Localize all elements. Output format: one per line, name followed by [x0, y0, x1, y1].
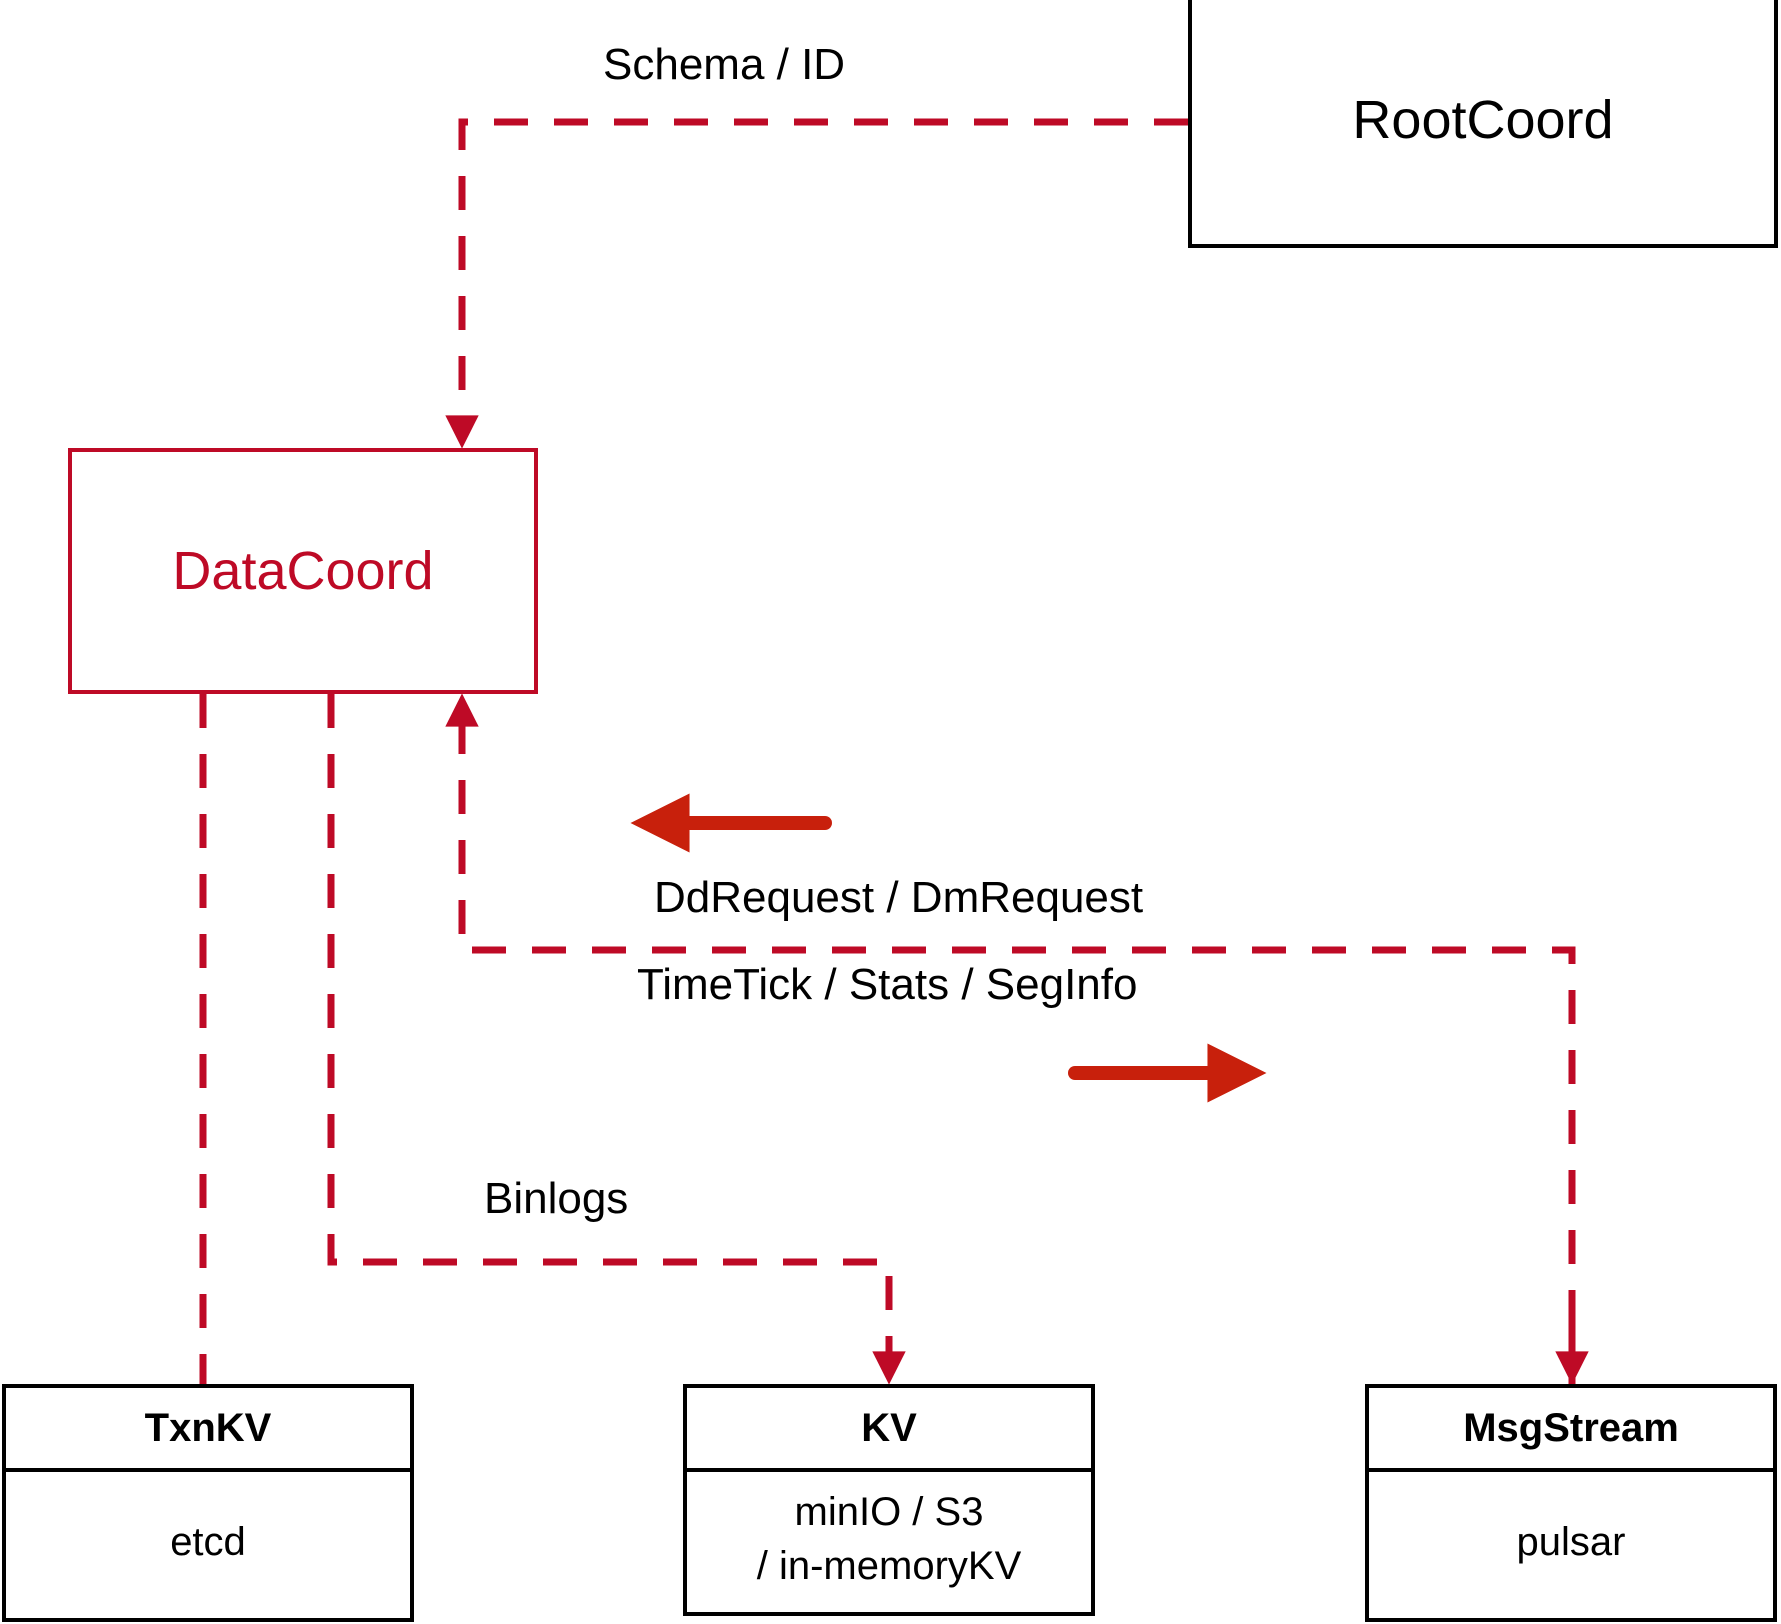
node-kv-body-line1: minIO / S3 — [794, 1490, 984, 1534]
node-kv-body: minIO / S3 / in-memoryKV — [687, 1472, 1091, 1612]
edge-label-ddrequest: DdRequest / DmRequest — [654, 873, 1144, 922]
node-kv-divider — [687, 1468, 1091, 1472]
node-txnkv-title: TxnKV — [144, 1405, 272, 1450]
node-kv-body-line2: / in-memoryKV — [756, 1544, 1022, 1588]
node-datacoord[interactable]: DataCoord — [68, 448, 538, 694]
node-msgstream-title: MsgStream — [1463, 1405, 1679, 1450]
node-msgstream-body: pulsar — [1516, 1520, 1626, 1564]
edge-label-schema-id: Schema / ID — [603, 40, 846, 89]
edge-schema-id — [445, 118, 1188, 449]
edge-msgbus-datacoord — [445, 693, 1576, 1384]
edge-label-timetick: TimeTick / Stats / SegInfo — [637, 960, 1138, 1009]
edge-binlogs — [327, 694, 906, 1385]
node-datacoord-label: DataCoord — [172, 540, 434, 601]
node-txnkv[interactable]: TxnKV etcd — [2, 1384, 414, 1622]
node-msgstream-divider — [1369, 1468, 1773, 1472]
node-kv-title: KV — [861, 1405, 917, 1450]
node-msgstream[interactable]: MsgStream pulsar — [1365, 1384, 1777, 1622]
edge-label-binlogs: Binlogs — [484, 1174, 629, 1223]
node-kv[interactable]: KV minIO / S3 / in-memoryKV — [683, 1384, 1095, 1616]
node-txnkv-divider — [6, 1468, 410, 1472]
node-txnkv-body: etcd — [170, 1520, 246, 1564]
node-rootcoord[interactable]: RootCoord — [1188, 0, 1778, 248]
node-rootcoord-label: RootCoord — [1352, 89, 1614, 150]
